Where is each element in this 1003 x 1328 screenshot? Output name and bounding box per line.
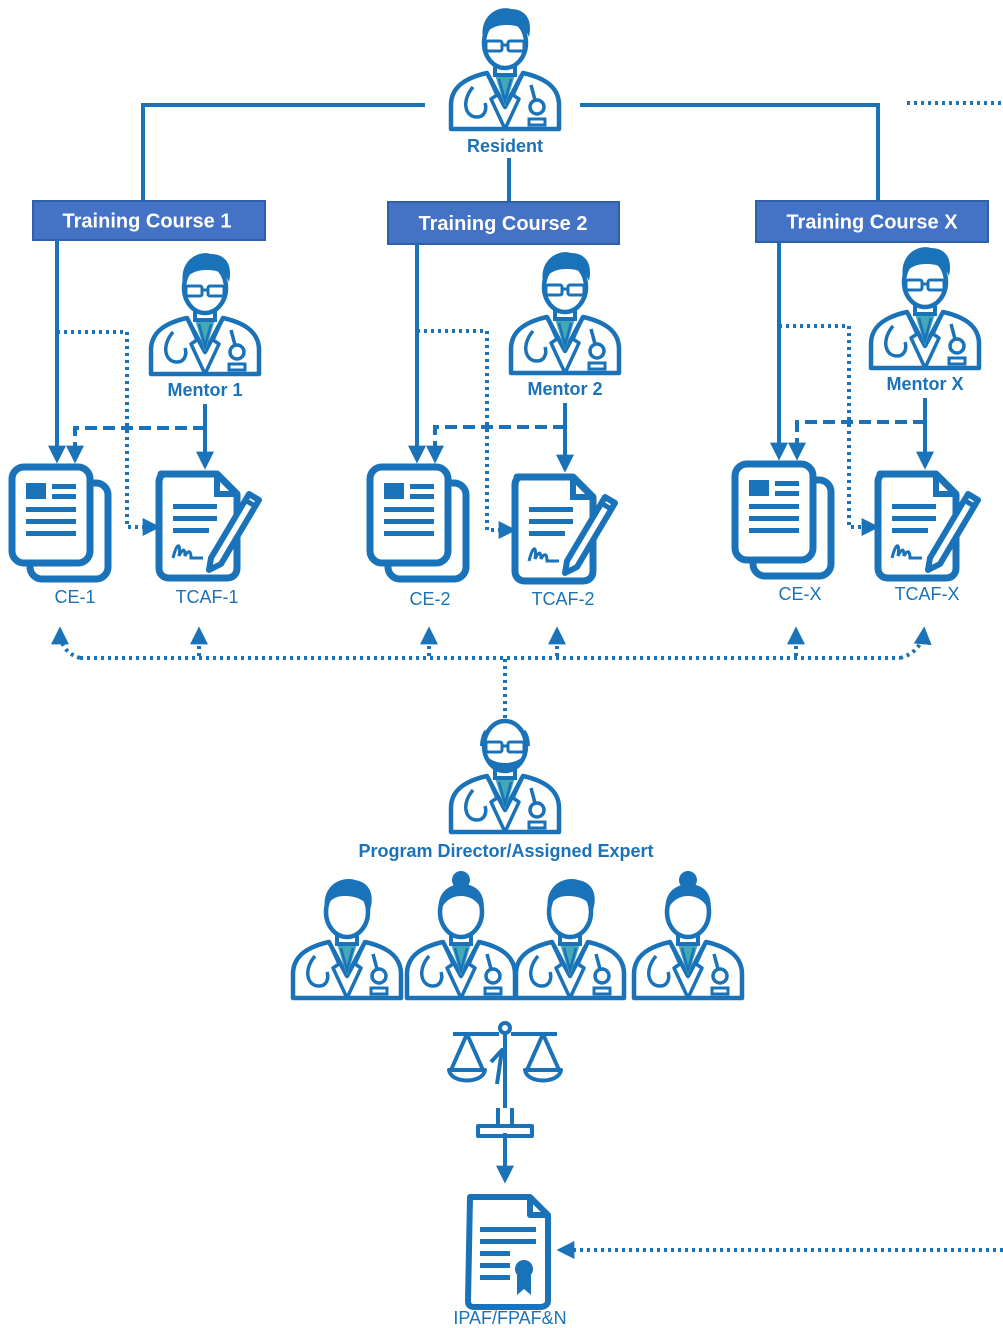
course-group-1: Training Course 1 Mentor 1 CE-1 TCAF-1: [12, 200, 266, 607]
director-label: Program Director/Assigned Expert: [358, 841, 653, 861]
mentor-to-ce-dashed-3: [788, 420, 925, 461]
course-box-3: [755, 200, 989, 243]
course-to-tcaf-dotted-2: [417, 329, 517, 539]
course-group-3: Training Course X Mentor X CE-X TCAF-X: [735, 200, 989, 604]
tcaf-document-3-icon: [878, 474, 978, 578]
mentor-1-icon: [151, 253, 259, 374]
course-box-2: [387, 201, 620, 245]
committee-member-4-icon: [634, 871, 742, 998]
committee-member-1-icon: [293, 879, 401, 998]
tcaf-label-1: TCAF-1: [176, 587, 239, 607]
director-icon: [451, 721, 559, 832]
certificate-document-icon: [465, 1194, 551, 1310]
mentor-2-icon: [511, 252, 619, 373]
course-label-3: Training Course X: [786, 212, 958, 234]
mentor-label-1: Mentor 1: [167, 380, 242, 400]
director-feedback-lines: [51, 626, 932, 718]
course-group-2: Training Course 2 Mentor 2 CE-2 TCAF-2: [370, 201, 620, 609]
connector-resident-course1: [141, 103, 425, 202]
tcaf-document-1-icon: [159, 474, 259, 578]
committee-group: [293, 871, 742, 998]
mentor-to-ce-dashed-2: [426, 425, 565, 464]
ce-document-2-icon: [370, 467, 466, 579]
committee-member-2-icon: [407, 871, 515, 998]
tcaf-document-2-icon: [515, 477, 615, 581]
balance-scale-icon: [447, 1021, 563, 1138]
ce-label-3: CE-X: [778, 584, 821, 604]
mentor-3-icon: [871, 247, 979, 368]
ce-label-2: CE-2: [409, 589, 450, 609]
tcaf-label-2: TCAF-2: [532, 589, 595, 609]
ce-document-3-icon: [735, 464, 831, 576]
resident-icon: [451, 8, 559, 129]
mentor-label-3: Mentor X: [886, 374, 963, 394]
final-document-label: IPAF/FPAF&N: [453, 1308, 566, 1328]
course-label-2: Training Course 2: [419, 213, 588, 235]
committee-member-3-icon: [516, 879, 624, 998]
resident-label: Resident: [467, 136, 543, 156]
mentor-to-ce-dashed-1: [66, 426, 205, 464]
course-label-1: Training Course 1: [63, 211, 232, 233]
course-to-tcaf-dotted-3: [779, 324, 880, 536]
ce-document-1-icon: [12, 467, 108, 579]
connector-resident-courseX: [580, 103, 880, 202]
course-box-1: [32, 200, 266, 241]
tcaf-label-3: TCAF-X: [895, 584, 960, 604]
course-to-tcaf-dotted-1: [57, 330, 161, 536]
mentor-label-2: Mentor 2: [527, 379, 602, 399]
ce-label-1: CE-1: [54, 587, 95, 607]
